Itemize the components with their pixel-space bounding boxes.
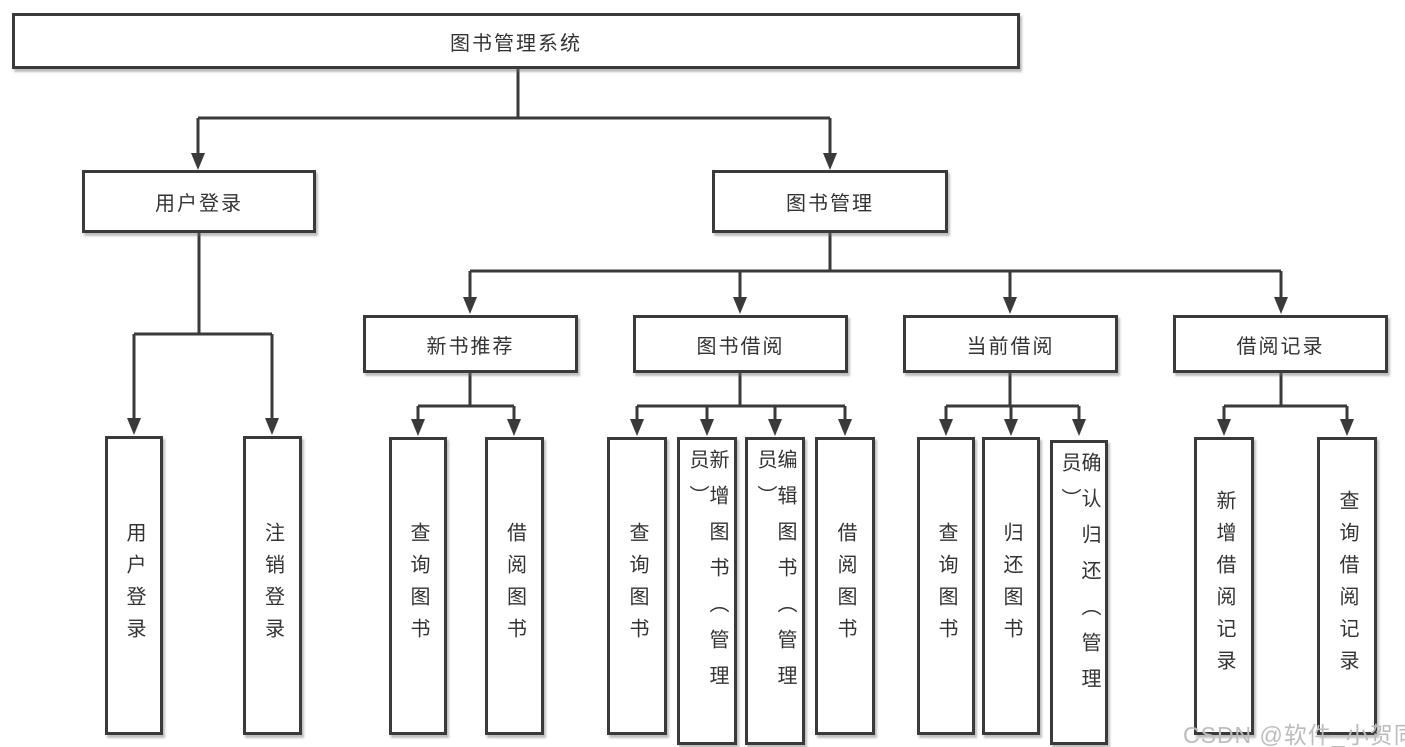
node-book-management-branch: 图书管理 (712, 170, 948, 233)
leaf-edit-book-admin: 编辑图书（管理员） (745, 437, 805, 745)
leaf-add-book-admin: 新增图书（管理员） (677, 437, 737, 745)
node-book-borrow: 图书借阅 (633, 315, 848, 373)
leaf-add-borrow-record: 新增借阅记录 (1194, 437, 1254, 735)
leaf-confirm-return-admin: 确认归还（管理员） (1050, 440, 1108, 745)
leaf-query-borrow-record: 查询借阅记录 (1317, 437, 1377, 735)
csdn-watermark: CSDN @软件_小贺同学 (1183, 722, 1405, 747)
leaf-query-books-current: 查询图书 (917, 437, 975, 735)
leaf-logout: 注销登录 (243, 436, 302, 735)
leaf-borrow-books-borrow: 借阅图书 (815, 437, 875, 735)
leaf-return-books: 归还图书 (982, 437, 1040, 735)
leaf-user-login: 用户登录 (105, 436, 163, 735)
node-root-system: 图书管理系统 (12, 13, 1020, 69)
leaf-query-books-recommend: 查询图书 (389, 437, 447, 735)
node-current-borrow: 当前借阅 (903, 315, 1118, 373)
node-new-book-recommend: 新书推荐 (363, 315, 578, 373)
leaf-borrow-books-recommend: 借阅图书 (485, 437, 544, 735)
leaf-query-books-borrow: 查询图书 (607, 437, 667, 735)
node-borrow-records: 借阅记录 (1173, 315, 1388, 373)
node-user-login-branch: 用户登录 (82, 170, 316, 233)
